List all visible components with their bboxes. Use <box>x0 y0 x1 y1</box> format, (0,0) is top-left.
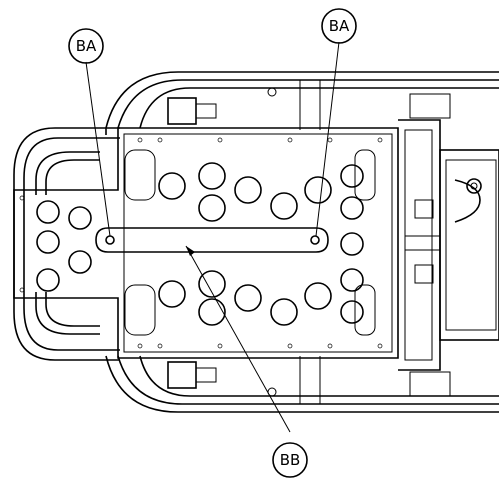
right-mechanism <box>398 119 499 371</box>
callout-bb: BB <box>272 442 308 478</box>
callout-label: BA <box>76 37 97 55</box>
outer-tube-frame <box>13 71 499 413</box>
callout-ba-left: BA <box>68 28 104 64</box>
center-slot-bar <box>95 227 329 253</box>
hinge-hardware <box>167 80 451 404</box>
callout-label: BB <box>280 451 301 469</box>
callout-label: BA <box>329 17 350 35</box>
main-plate <box>13 127 399 359</box>
plate-holes <box>19 137 383 349</box>
callout-balloon <box>321 8 357 44</box>
callout-balloon <box>68 28 104 64</box>
callout-ba-right: BA <box>321 8 357 44</box>
callout-balloon <box>272 442 308 478</box>
leader-lines <box>85 41 340 433</box>
